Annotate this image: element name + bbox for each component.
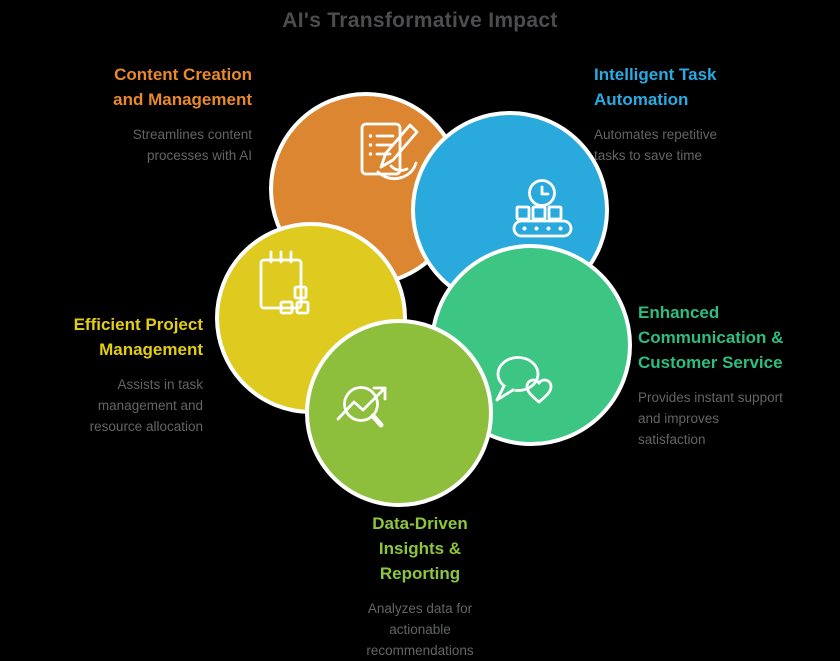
segment-heading: Enhanced Communication & Customer Servic… <box>638 303 784 372</box>
chat-heart-icon <box>495 356 553 404</box>
label-insights: Data-Driven Insights & Reporting Analyze… <box>318 511 522 661</box>
segment-description: Streamlines content processes with AI <box>132 127 252 163</box>
document-pen-icon <box>360 122 419 181</box>
clock-conveyor-icon <box>512 179 573 238</box>
segment-description: Automates repetitive tasks to save time <box>594 127 718 163</box>
label-task-automation: Intelligent Task Automation Automates re… <box>594 62 717 166</box>
segment-heading: Content Creation and Management <box>113 65 252 109</box>
segment-description: Provides instant support and improves sa… <box>638 390 783 447</box>
search-trend-icon <box>336 386 387 428</box>
segment-heading: Efficient Project Management <box>73 315 203 359</box>
label-content-creation: Content Creation and Management Streamli… <box>113 62 252 166</box>
segment-description: Assists in task management and resource … <box>89 377 203 434</box>
segment-description: Analyzes data for actionable recommendat… <box>366 601 474 658</box>
segment-circle-insights <box>305 319 493 507</box>
segment-heading: Intelligent Task Automation <box>594 65 717 109</box>
label-communication: Enhanced Communication & Customer Servic… <box>638 300 783 450</box>
page-title: AI's Transformative Impact <box>282 9 558 32</box>
segment-heading: Data-Driven Insights & Reporting <box>372 514 468 583</box>
notepad-tasks-icon <box>259 250 310 315</box>
label-project-management: Efficient Project Management Assists in … <box>74 312 203 437</box>
